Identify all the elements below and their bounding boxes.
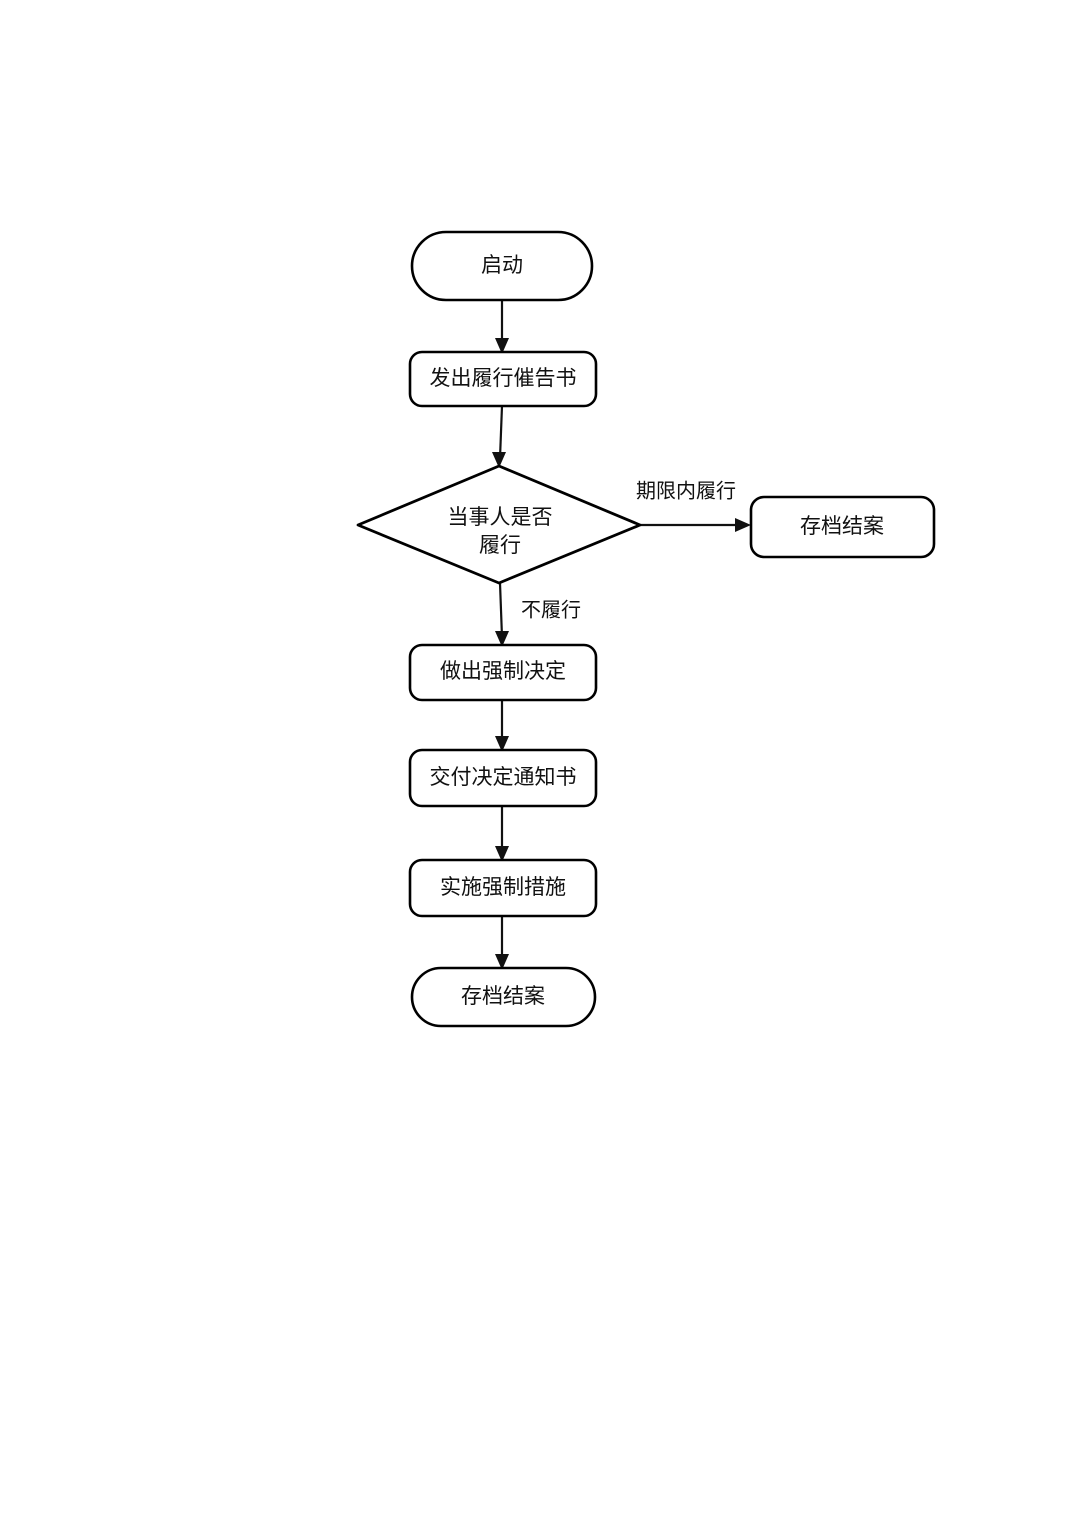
- node-deliver-decision-notice-label: 交付决定通知书: [430, 765, 577, 789]
- node-start-label: 启动: [481, 253, 523, 277]
- node-deliver-decision-notice[interactable]: 交付决定通知书: [408, 748, 598, 808]
- node-archive-close-case-bottom-label: 存档结案: [461, 984, 545, 1008]
- node-archive-close-case-bottom-shape: [410, 966, 597, 1028]
- node-decision-party-performs[interactable]: 当事人是否 履行: [356, 464, 642, 585]
- node-make-enforcement-decision-label: 做出强制决定: [440, 659, 566, 683]
- node-archive-close-case-right-label: 存档结案: [800, 514, 884, 538]
- node-implement-enforcement-measures-label: 实施强制措施: [440, 875, 566, 899]
- node-start-shape: [410, 230, 594, 302]
- edge-notice-to-decision: [492, 405, 506, 468]
- edge-decision-to-archive-right: 期限内履行: [636, 480, 751, 532]
- node-implement-enforcement-measures-shape: [408, 858, 598, 918]
- node-archive-close-case-right[interactable]: 存档结案: [749, 495, 936, 559]
- edge-deliver-to-enforce: [495, 806, 509, 862]
- edge-label-performed-in-time: 期限内履行: [636, 480, 736, 503]
- node-issue-performance-notice-label: 发出履行催告书: [430, 366, 577, 390]
- node-make-enforcement-decision[interactable]: 做出强制决定: [408, 643, 598, 702]
- edge-decision-to-decide: 不履行: [495, 582, 581, 647]
- node-deliver-decision-notice-shape: [408, 748, 598, 808]
- node-archive-close-case-right-shape: [749, 495, 936, 559]
- node-implement-enforcement-measures[interactable]: 实施强制措施: [408, 858, 598, 918]
- edge-start-to-notice: [495, 300, 509, 354]
- edge-label-not-performed: 不履行: [521, 599, 581, 622]
- edge-decide-to-deliver: [495, 700, 509, 752]
- node-decision-party-performs-label-line2: 履行: [479, 533, 521, 557]
- node-archive-close-case-bottom[interactable]: 存档结案: [410, 966, 597, 1028]
- node-issue-performance-notice[interactable]: 发出履行催告书: [408, 350, 598, 408]
- node-make-enforcement-decision-shape: [408, 643, 598, 702]
- node-issue-performance-notice-shape: [408, 350, 598, 408]
- edge-enforce-to-archive-bottom: [495, 916, 509, 970]
- node-decision-party-performs-label-line1: 当事人是否: [448, 505, 553, 529]
- node-decision-party-performs-shape: [356, 464, 642, 585]
- node-start[interactable]: 启动: [410, 230, 594, 302]
